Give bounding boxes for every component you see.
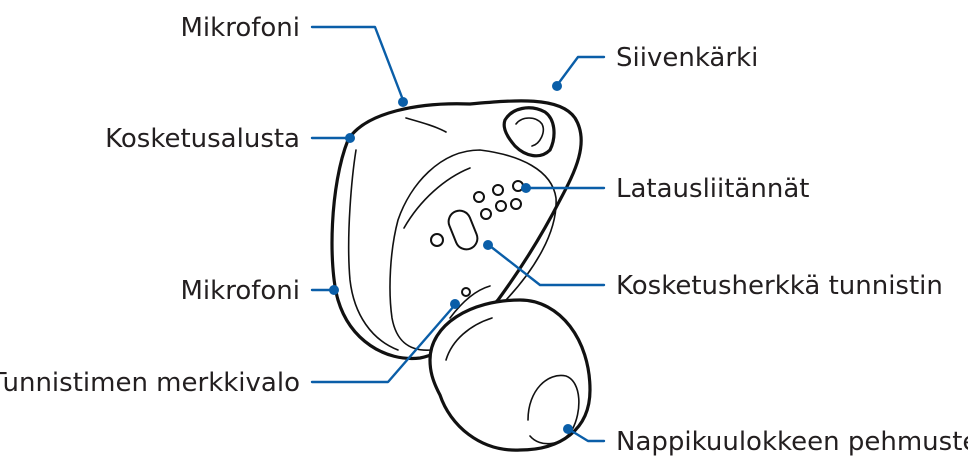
leader-dot	[521, 183, 531, 193]
touchpad-rim	[405, 117, 447, 133]
label-microphone-bottom: Mikrofoni	[180, 276, 300, 306]
contact-pin	[495, 200, 507, 212]
contact-pin	[473, 191, 485, 203]
wing-tip-inner	[515, 117, 545, 147]
leader-dot	[398, 97, 408, 107]
label-ear-tip: Nappikuulokkeen pehmuste	[616, 427, 968, 457]
leader-dot	[552, 81, 562, 91]
leader-touch-sensor	[488, 244, 606, 287]
label-touch-sensor: Kosketusherkkä tunnistin	[616, 271, 943, 301]
touch-sensor-slot	[447, 209, 479, 251]
leader-dot	[563, 424, 573, 434]
ear-tip-fold	[445, 317, 493, 361]
leader-wing-tip	[556, 55, 606, 86]
leader-dot	[483, 240, 493, 250]
label-sensor-indicator: Tunnistimen merkkivalo	[0, 368, 300, 398]
earbud-illustration	[330, 99, 592, 452]
leader-dot	[329, 285, 339, 295]
label-charging-contacts: Latausliitännät	[616, 174, 809, 204]
charging-contacts-group	[473, 180, 524, 220]
leader-lines	[310, 25, 606, 443]
leader-ear-tip	[568, 428, 606, 443]
label-microphone-top: Mikrofoni	[180, 13, 300, 43]
labels: Mikrofoni Kosketusalusta Mikrofoni Tunni…	[0, 13, 968, 457]
wing-tip-shape	[502, 106, 556, 158]
ear-tip-shape	[428, 298, 592, 452]
leader-dot	[450, 299, 460, 309]
contact-pin	[480, 208, 492, 220]
label-touchpad: Kosketusalusta	[105, 124, 300, 154]
sensor-indicator-light	[461, 287, 471, 297]
label-wing-tip: Siivenkärki	[616, 43, 758, 73]
ear-tip-opening	[527, 374, 580, 445]
leader-microphone-top	[310, 25, 405, 102]
touchpad-surface	[347, 149, 399, 351]
contact-pin	[510, 198, 522, 210]
microphone-hole	[430, 233, 444, 247]
leader-sensor-indicator	[310, 304, 456, 384]
leader-dot	[345, 133, 355, 143]
inner-face-contour	[403, 167, 471, 229]
contact-pin	[492, 184, 504, 196]
sensor-window	[449, 285, 491, 319]
